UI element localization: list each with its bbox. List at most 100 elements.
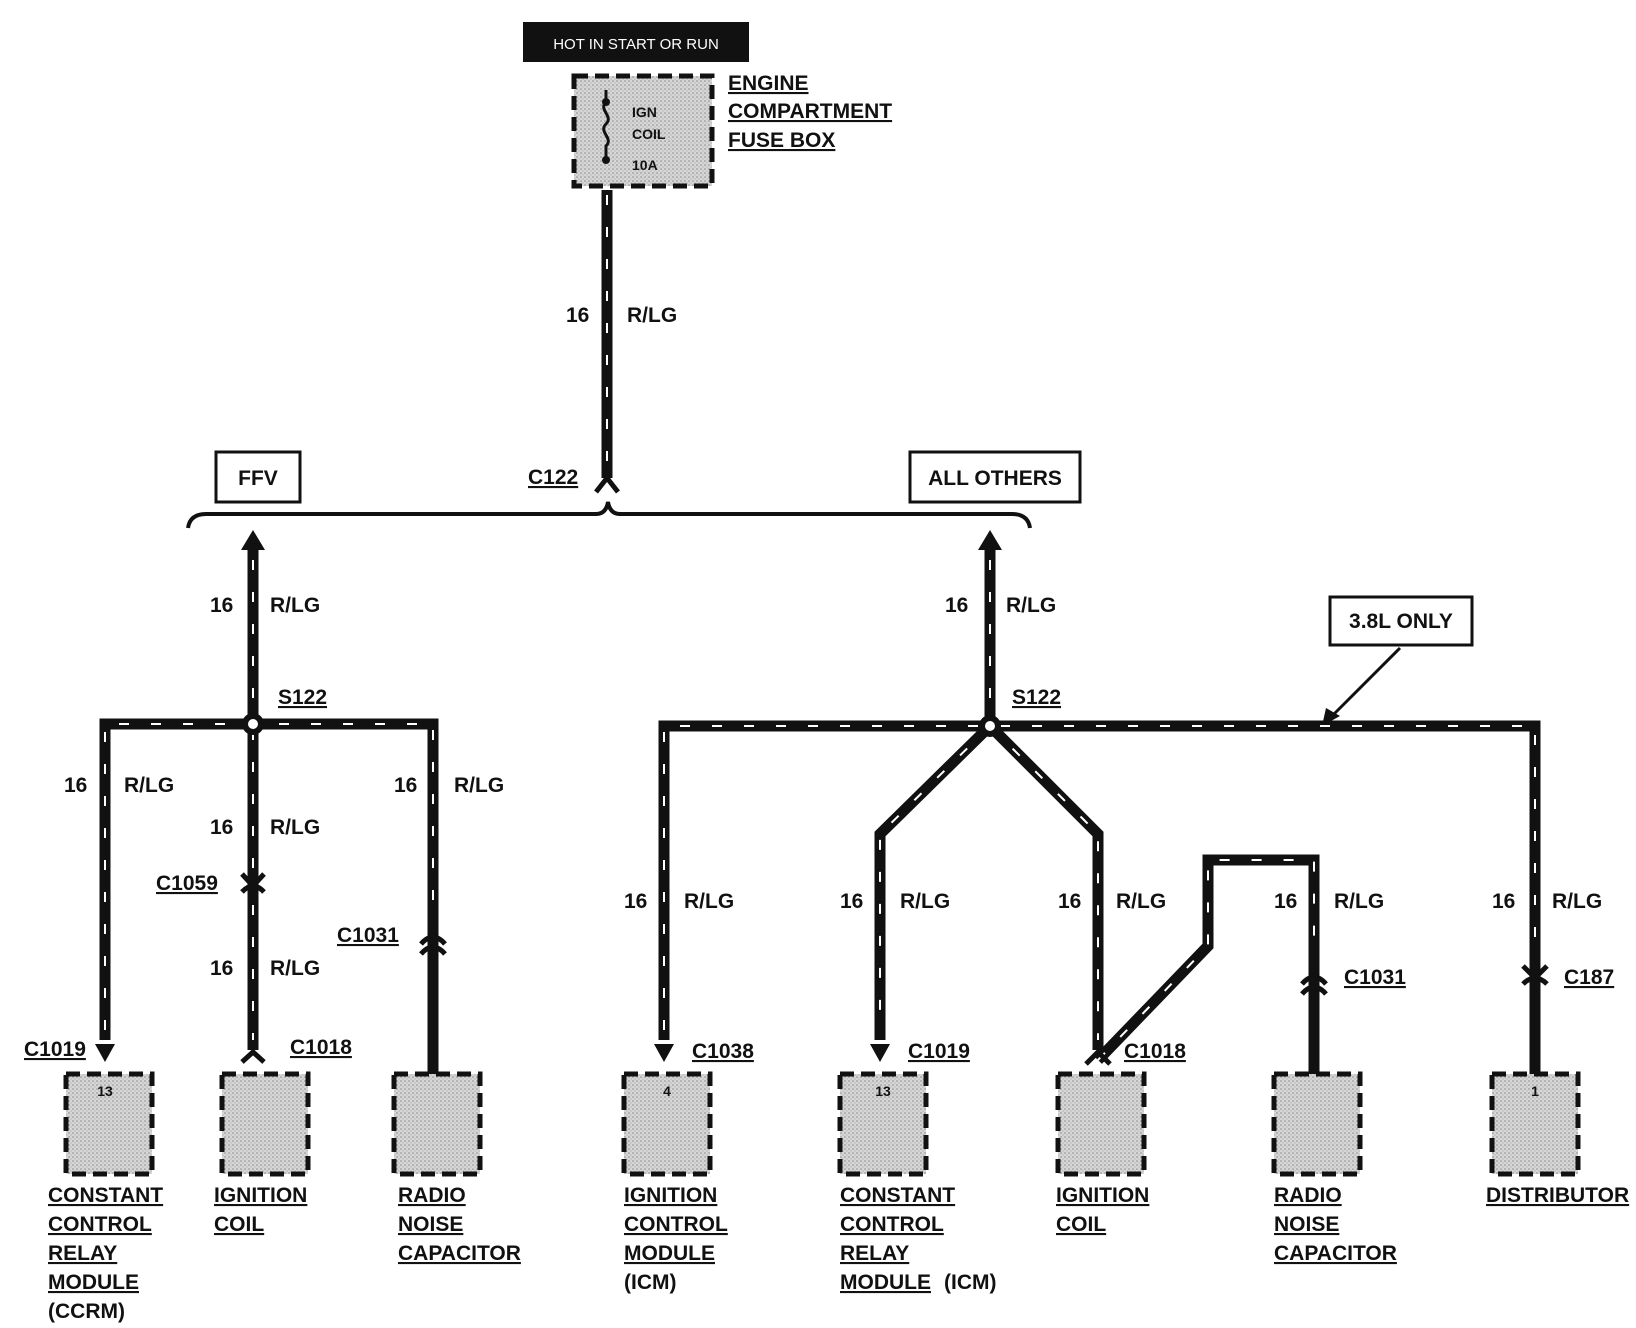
- svg-text:DISTRIBUTOR: DISTRIBUTOR: [1486, 1184, 1629, 1207]
- svg-text:MODULE: MODULE: [624, 1242, 715, 1265]
- svg-text:RADIO: RADIO: [1274, 1184, 1342, 1207]
- svg-text:13: 13: [875, 1083, 891, 1099]
- svg-text:IGNITION: IGNITION: [1056, 1184, 1149, 1207]
- hot-in-start-or-run-header: HOT IN START OR RUN: [523, 22, 749, 62]
- svg-text:16: 16: [394, 774, 417, 797]
- svg-text:(ICM): (ICM): [944, 1271, 996, 1294]
- svg-text:R/LG: R/LG: [684, 890, 734, 913]
- distributor-component: 1: [1489, 1071, 1581, 1177]
- wire-gauge: 16: [566, 304, 589, 327]
- svg-text:R/LG: R/LG: [270, 957, 320, 980]
- svg-text:CONTROL: CONTROL: [840, 1213, 944, 1236]
- svg-text:HOT IN START OR RUN: HOT IN START OR RUN: [553, 36, 719, 53]
- fuse-box-title-1: ENGINE: [728, 72, 809, 95]
- all-others-bus-wire: [658, 720, 1541, 1075]
- svg-text:16: 16: [64, 774, 87, 797]
- svg-text:MODULE: MODULE: [840, 1271, 931, 1294]
- svg-text:CONSTANT: CONSTANT: [48, 1184, 163, 1207]
- c1031-left-connector-symbol: [419, 934, 447, 956]
- svg-text:16: 16: [210, 816, 233, 839]
- connector-c1038: C1038: [692, 1040, 754, 1063]
- svg-text:R/LG: R/LG: [1116, 890, 1166, 913]
- option-brace: [186, 501, 1032, 529]
- radio-noise-capacitor-right-component: [1271, 1071, 1363, 1177]
- svg-text:COIL: COIL: [1056, 1213, 1106, 1236]
- ignition-coil-left-component: [219, 1071, 311, 1177]
- svg-text:16: 16: [945, 594, 968, 617]
- connector-c1059-left: C1059: [156, 872, 218, 895]
- svg-text:IGNITION: IGNITION: [214, 1184, 307, 1207]
- c122-connector-symbol: [594, 473, 620, 494]
- fuse-box-title-2: COMPARTMENT: [728, 100, 892, 123]
- svg-text:ALL OTHERS: ALL OTHERS: [928, 467, 1062, 490]
- svg-text:RADIO: RADIO: [398, 1184, 466, 1207]
- svg-text:16: 16: [840, 890, 863, 913]
- all-others-feed-wire: [978, 530, 1002, 725]
- svg-text:R/LG: R/LG: [270, 816, 320, 839]
- fuse-label-line2: COIL: [632, 126, 666, 142]
- svg-text:CONSTANT: CONSTANT: [840, 1184, 955, 1207]
- splice-label-right: S122: [1012, 686, 1061, 709]
- svg-text:RELAY: RELAY: [48, 1242, 117, 1265]
- svg-text:R/LG: R/LG: [1334, 890, 1384, 913]
- svg-text:CONTROL: CONTROL: [624, 1213, 728, 1236]
- svg-text:16: 16: [1274, 890, 1297, 913]
- svg-text:CONTROL: CONTROL: [48, 1213, 152, 1236]
- connector-c1019-left: C1019: [24, 1038, 86, 1061]
- ffv-feed-wire: [241, 530, 265, 725]
- fuse-box-title-3: FUSE BOX: [728, 129, 835, 152]
- svg-text:CAPACITOR: CAPACITOR: [398, 1242, 521, 1265]
- connector-c1018-right: C1018: [1124, 1040, 1186, 1063]
- c1059-connector-symbol: [240, 872, 266, 894]
- svg-text:RELAY: RELAY: [840, 1242, 909, 1265]
- svg-text:R/LG: R/LG: [1552, 890, 1602, 913]
- connector-c122: C122: [528, 466, 578, 489]
- fuse-symbol: [602, 90, 610, 162]
- svg-text:R/LG: R/LG: [124, 774, 174, 797]
- radio-noise-capacitor-left-component: [391, 1071, 483, 1177]
- svg-text:MODULE: MODULE: [48, 1271, 139, 1294]
- svg-text:CAPACITOR: CAPACITOR: [1274, 1242, 1397, 1265]
- wire-color: R/LG: [627, 304, 677, 327]
- svg-text:16: 16: [1058, 890, 1081, 913]
- connector-c187: C187: [1564, 966, 1614, 989]
- connector-c1031-left: C1031: [337, 924, 399, 947]
- svg-text:COIL: COIL: [214, 1213, 264, 1236]
- svg-text:R/LG: R/LG: [1006, 594, 1056, 617]
- engine-compartment-fuse-box: IGN COIL 10A: [571, 73, 715, 189]
- svg-text:NOISE: NOISE: [1274, 1213, 1339, 1236]
- fuse-rating: 10A: [632, 157, 658, 173]
- only-3-8l-tag: 3.8L ONLY: [1328, 595, 1474, 647]
- svg-text:4: 4: [663, 1083, 671, 1099]
- svg-text:IGNITION: IGNITION: [624, 1184, 717, 1207]
- icm-component: 4: [621, 1071, 713, 1177]
- only-3-8l-pointer: [1328, 646, 1402, 720]
- svg-text:NOISE: NOISE: [398, 1213, 463, 1236]
- svg-text:3.8L ONLY: 3.8L ONLY: [1349, 610, 1453, 633]
- splice-label-left: S122: [278, 686, 327, 709]
- all-others-tag: ALL OTHERS: [908, 450, 1082, 504]
- svg-text:R/LG: R/LG: [454, 774, 504, 797]
- connector-c1031-right: C1031: [1344, 966, 1406, 989]
- fuse-label-line1: IGN: [632, 104, 657, 120]
- svg-text:16: 16: [210, 594, 233, 617]
- svg-text:13: 13: [97, 1083, 113, 1099]
- c187-connector-symbol: [1521, 964, 1549, 986]
- connector-c1019-right: C1019: [908, 1040, 970, 1063]
- ffv-tag: FFV: [214, 450, 302, 504]
- svg-text:R/LG: R/LG: [270, 594, 320, 617]
- svg-text:16: 16: [1492, 890, 1515, 913]
- svg-text:(ICM): (ICM): [624, 1271, 676, 1294]
- ccrm-right-component: 13: [837, 1071, 929, 1177]
- svg-text:FFV: FFV: [238, 467, 278, 490]
- svg-text:16: 16: [624, 890, 647, 913]
- ccrm-left-component: 13: [63, 1071, 155, 1177]
- svg-text:16: 16: [210, 957, 233, 980]
- svg-text:1: 1: [1531, 1083, 1539, 1099]
- c1031-right-connector-symbol: [1300, 974, 1328, 996]
- ignition-coil-right-component: [1055, 1071, 1147, 1177]
- connector-c1018-left: C1018: [290, 1036, 352, 1059]
- svg-text:R/LG: R/LG: [900, 890, 950, 913]
- svg-text:(CCRM): (CCRM): [48, 1300, 125, 1323]
